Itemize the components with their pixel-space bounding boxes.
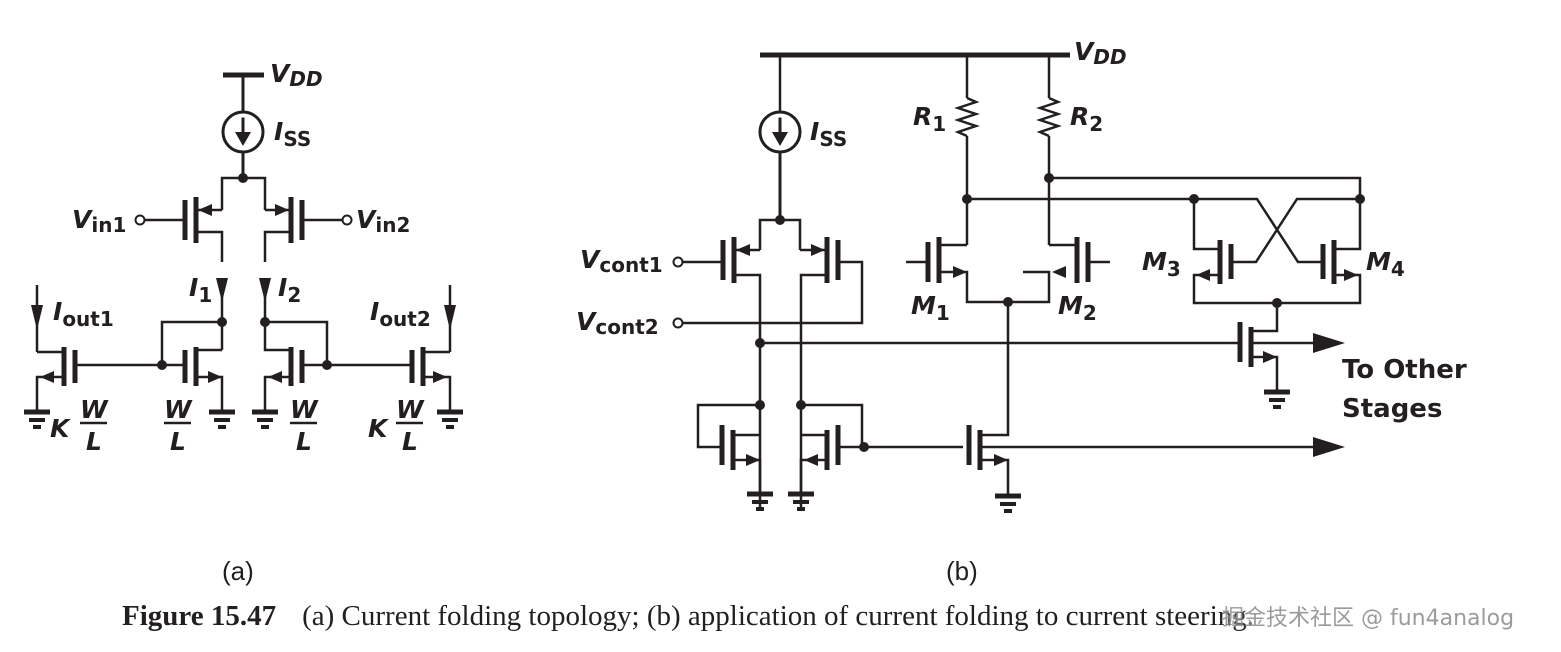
- nmos-m4: [1250, 197, 1362, 284]
- m3-label: M3: [1142, 247, 1181, 281]
- nmos-output-left-a: [24, 285, 162, 427]
- iss-label-a: ISS: [274, 117, 311, 151]
- size-label-right-diode: W L: [290, 395, 319, 456]
- to-other-stages-line2: Stages: [1342, 394, 1442, 424]
- circuit-b: VDD ISS V: [576, 37, 1467, 511]
- pmos-input-pair-a: [145, 176, 342, 262]
- caption-text: (a) Current folding topology; (b) applic…: [302, 600, 1255, 632]
- m1-label: M1: [911, 291, 950, 325]
- vcont1-terminal: [672, 256, 684, 268]
- svg-text:W: W: [290, 395, 319, 424]
- svg-text:K: K: [50, 414, 71, 443]
- svg-text:W: W: [164, 395, 193, 424]
- size-label-right-out: K W L: [368, 395, 425, 456]
- r2-label: R2: [1070, 102, 1103, 136]
- nmos-m2: [1049, 237, 1110, 283]
- r1-label: R1: [913, 102, 946, 136]
- m4-label: M4: [1366, 247, 1405, 281]
- pmos-control-pair-b: [683, 218, 864, 508]
- size-label-left-diode: W L: [164, 395, 193, 456]
- to-other-stages-line1: To Other: [1342, 355, 1467, 385]
- figure-caption: Figure 15.47 (a) Current folding topology…: [122, 600, 1254, 633]
- current-source-icon-a: [221, 110, 265, 180]
- nmos-bottom-right-b: [788, 403, 864, 509]
- iout2-label: Iout2: [370, 297, 431, 331]
- m2-label: M2: [1058, 291, 1097, 325]
- figure-number: Figure 15.47: [122, 600, 277, 632]
- vin1-label: Vin1: [72, 205, 126, 237]
- resistor-r1: [954, 55, 980, 245]
- svg-text:L: L: [86, 427, 102, 456]
- output-arrow-icon: [1313, 333, 1345, 353]
- vcont2-terminal: [672, 317, 684, 329]
- part-b-label: (b): [946, 556, 978, 586]
- vdd-symbol-a: [223, 72, 264, 114]
- vdd-label-b: VDD: [1074, 37, 1127, 69]
- vcont2-label: Vcont2: [576, 307, 659, 339]
- iout1-label: Iout1: [53, 297, 114, 331]
- vin2-terminal: [341, 214, 353, 226]
- nmos-mirror-left-a: [160, 320, 235, 427]
- svg-text:W: W: [396, 395, 425, 424]
- current-source-icon-b: [758, 110, 802, 154]
- i2-label: I2: [278, 273, 301, 307]
- i2-arrow-icon: [259, 278, 271, 302]
- output-arrow-icon: [1313, 437, 1345, 457]
- nmos-tail-m3m4: [1237, 303, 1290, 407]
- resistor-r2: [1036, 55, 1062, 245]
- vcont1-label: Vcont1: [580, 245, 663, 277]
- i1-label: I1: [189, 273, 212, 307]
- nmos-bottom-left-b: [696, 403, 773, 509]
- svg-text:L: L: [296, 427, 312, 456]
- iss-label-b: ISS: [810, 117, 847, 151]
- circuit-a: VDD ISS Vin1: [24, 59, 463, 456]
- nmos-output-right-a: [327, 285, 463, 427]
- nmos-steering-output-b: [966, 302, 1345, 511]
- vin2-label: Vin2: [356, 205, 410, 237]
- vdd-label-a: VDD: [270, 59, 323, 91]
- svg-text:K: K: [368, 414, 389, 443]
- watermark: 掘金技术社区 @ fun4analog: [1222, 606, 1515, 631]
- part-a-label: (a): [222, 556, 254, 586]
- svg-text:L: L: [170, 427, 186, 456]
- i1-arrow-icon: [216, 278, 228, 302]
- vin1-terminal: [134, 214, 146, 226]
- svg-text:L: L: [402, 427, 418, 456]
- size-label-left-out: K W L: [50, 395, 109, 456]
- junction-dot: [1003, 297, 1013, 307]
- svg-text:W: W: [80, 395, 109, 424]
